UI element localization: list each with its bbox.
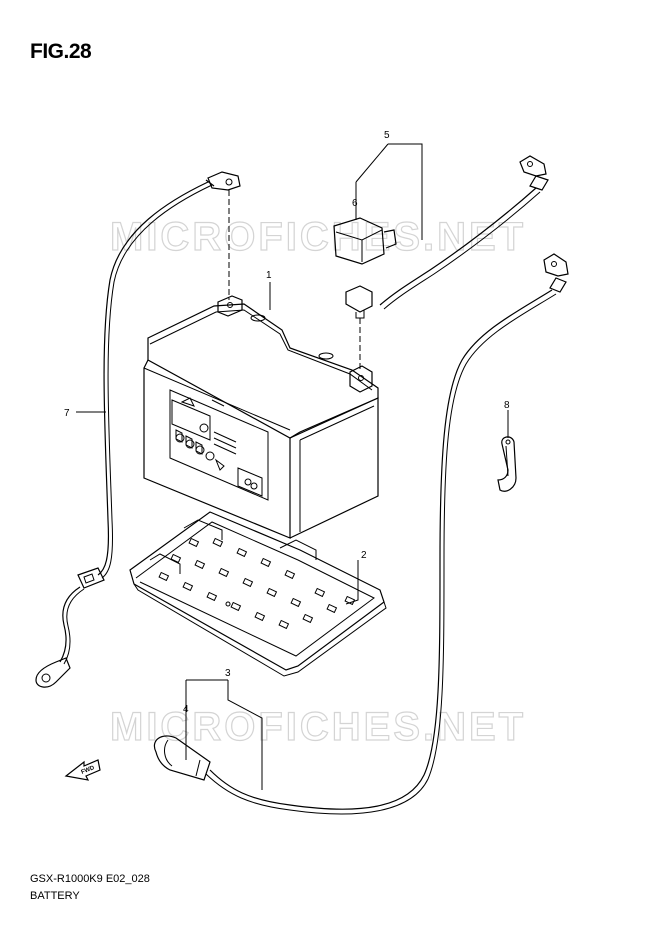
- part-5-positive-cable[interactable]: [345, 155, 549, 370]
- watermark-lower: MICROFICHES.NET: [110, 705, 526, 749]
- fwd-label: FWD: [81, 765, 97, 776]
- callout-5: 5: [384, 130, 390, 141]
- part-6-terminal-cap[interactable]: [333, 217, 397, 265]
- callout-6: 6: [352, 198, 358, 209]
- callout-1: 1: [266, 270, 272, 281]
- fwd-arrow-icon: FWD: [64, 759, 101, 781]
- callout-8: 8: [504, 400, 510, 411]
- part-2-battery-tray[interactable]: [129, 511, 387, 677]
- callout-2: 2: [361, 550, 367, 561]
- part-4-terminal-boot[interactable]: [153, 735, 211, 781]
- part-8-clamp[interactable]: [497, 436, 517, 492]
- part-3-starter-cable[interactable]: [205, 253, 569, 815]
- figure-title: FIG.28: [30, 40, 92, 63]
- part-1-battery[interactable]: [143, 295, 379, 539]
- model-code: GSX-R1000K9 E02_028: [30, 873, 150, 885]
- section-name: BATTERY: [30, 890, 80, 902]
- callout-7: 7: [64, 408, 70, 419]
- callout-3: 3: [225, 668, 231, 679]
- callout-leaders: [76, 143, 509, 790]
- watermark-upper: MICROFICHES.NET: [110, 215, 526, 259]
- part-7-lead-wire[interactable]: [35, 171, 241, 688]
- callout-4: 4: [183, 704, 189, 715]
